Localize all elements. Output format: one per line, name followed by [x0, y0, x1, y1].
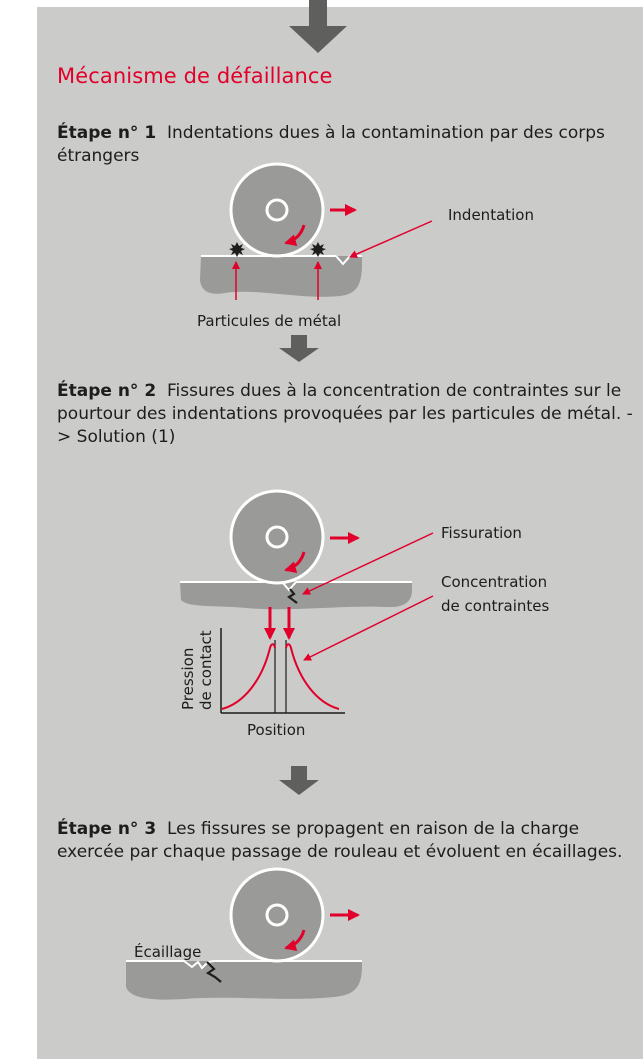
roller-icon	[229, 489, 325, 585]
indentation-label: Indentation	[448, 206, 534, 224]
contact-pressure-plot: Pression de contact Position	[179, 628, 345, 739]
roller-bore-icon	[265, 198, 289, 222]
y-axis-label-line1: Pression	[179, 648, 197, 710]
fissuration-label: Fissuration	[441, 524, 522, 542]
roller-bore-icon	[265, 903, 289, 927]
flow-down-arrow-icon	[279, 766, 319, 795]
step-2-label: Étape n° 2	[57, 381, 157, 401]
roller-bore-icon	[265, 525, 289, 549]
step-3-illustration: Écaillage	[126, 867, 362, 1000]
flow-down-arrow-icon	[289, 0, 347, 53]
step-2-illustration: Fissuration Concentration de contraintes…	[179, 489, 549, 739]
metal-particle-icon	[229, 242, 245, 257]
step-3-label: Étape n° 3	[57, 819, 157, 839]
y-axis-label-line2: de contact	[197, 630, 215, 710]
step-3-description: Étape n° 3 Les fissures se propagent en …	[57, 818, 637, 864]
pressure-curve-right	[285, 643, 340, 710]
rotation-arrow-icon	[284, 551, 306, 574]
pressure-curve-left	[221, 643, 276, 710]
crack-icon	[287, 588, 298, 604]
ground-surface	[180, 582, 412, 610]
page-title: Mécanisme de défaillance	[57, 64, 333, 88]
step-2-description: Étape n° 2 Fissures dues à la concentrat…	[57, 380, 637, 449]
step-1-description: Étape n° 1 Indentations dues à la contam…	[57, 122, 637, 168]
crack-icon	[205, 961, 222, 983]
ground-surface	[126, 961, 362, 1000]
flow-down-arrow-icon	[279, 335, 319, 362]
particles-label: Particules de métal	[197, 312, 341, 330]
step-1-label: Étape n° 1	[57, 123, 157, 143]
x-axis-label: Position	[247, 721, 305, 739]
step-2-text: Fissures dues à la concentration de cont…	[57, 381, 633, 447]
step-1-text: Indentations dues à la contamination par…	[57, 123, 605, 166]
concentration-label-line2: de contraintes	[441, 597, 549, 615]
concentration-label-line1: Concentration	[441, 573, 547, 591]
metal-particle-icon	[310, 242, 326, 257]
rotation-arrow-icon	[284, 224, 306, 247]
ground-surface	[200, 256, 362, 297]
roller-icon	[229, 162, 325, 258]
step-1-illustration: Indentation Particules de métal	[197, 162, 534, 330]
rotation-arrow-icon	[284, 929, 306, 952]
spalling-label: Écaillage	[134, 942, 201, 961]
step-3-text: Les fissures se propagent en raison de l…	[57, 819, 623, 862]
roller-icon	[229, 867, 325, 963]
content-panel	[37, 7, 643, 1059]
